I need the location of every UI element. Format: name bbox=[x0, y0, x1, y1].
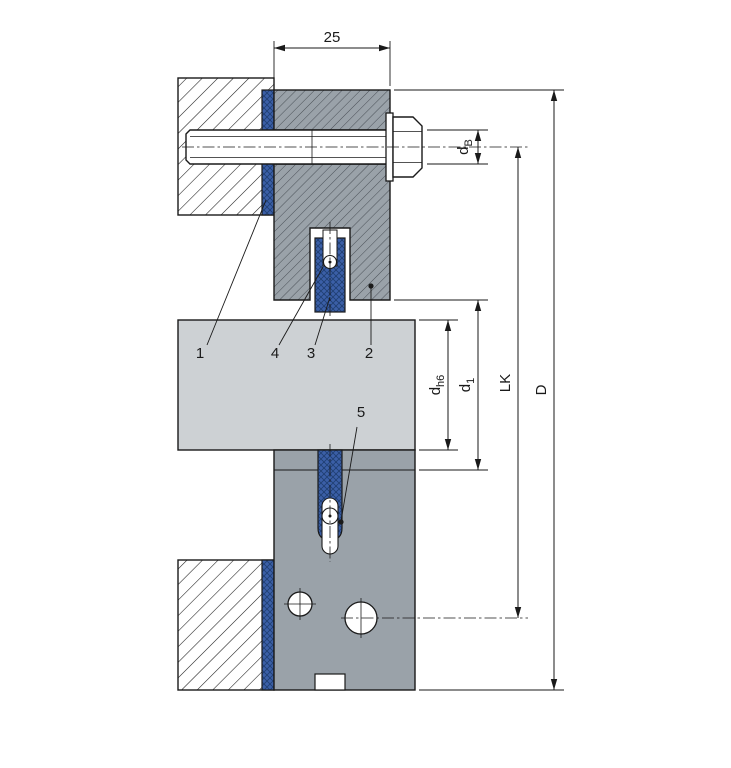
dim-width-label: 25 bbox=[324, 29, 341, 46]
leader-part-4 bbox=[278, 266, 324, 346]
flange-upper-band bbox=[273, 89, 391, 131]
set-screw-center-dot bbox=[328, 260, 332, 264]
part-label-5: 5 bbox=[357, 404, 365, 421]
dim-outer-dia-label: D bbox=[533, 384, 550, 395]
bottom-notch bbox=[314, 673, 346, 691]
dim-bolt-dia: dB bbox=[427, 129, 488, 165]
dim-bolt-circle-label: LK bbox=[497, 374, 514, 392]
leader-part-1 bbox=[206, 199, 267, 346]
leader-dot-part-2 bbox=[368, 283, 374, 289]
dim-shaft-dia-label: dh6 bbox=[427, 375, 447, 396]
dim-outer-dia: D bbox=[394, 89, 564, 691]
dim-bore-dia-label: d1 bbox=[457, 378, 477, 392]
part-label-2: 2 bbox=[365, 345, 373, 362]
hub-body bbox=[273, 449, 416, 691]
part-label-1: 1 bbox=[196, 345, 204, 362]
flange-lower-body bbox=[273, 163, 391, 301]
seal-strip-lower bbox=[261, 559, 275, 691]
part-callouts: 1 4 3 2 5 bbox=[196, 199, 374, 525]
hub-front-view bbox=[273, 449, 416, 691]
dim-width-25: 25 bbox=[273, 29, 391, 86]
dim-bolt-dia-label: dB bbox=[455, 139, 475, 155]
centerlines bbox=[182, 146, 528, 619]
dim-bolt-circle: LK bbox=[497, 147, 522, 618]
part-label-3: 3 bbox=[307, 345, 315, 362]
leader-part-5 bbox=[340, 426, 358, 522]
dim-shaft-dia: dh6 bbox=[419, 319, 458, 451]
wall-lower-block bbox=[177, 559, 275, 691]
part-label-4: 4 bbox=[271, 345, 279, 362]
shaft bbox=[177, 319, 416, 451]
leader-part-3 bbox=[314, 296, 331, 346]
leader-dot-part-5 bbox=[338, 519, 344, 525]
dim-bore-dia: d1 bbox=[394, 299, 488, 471]
